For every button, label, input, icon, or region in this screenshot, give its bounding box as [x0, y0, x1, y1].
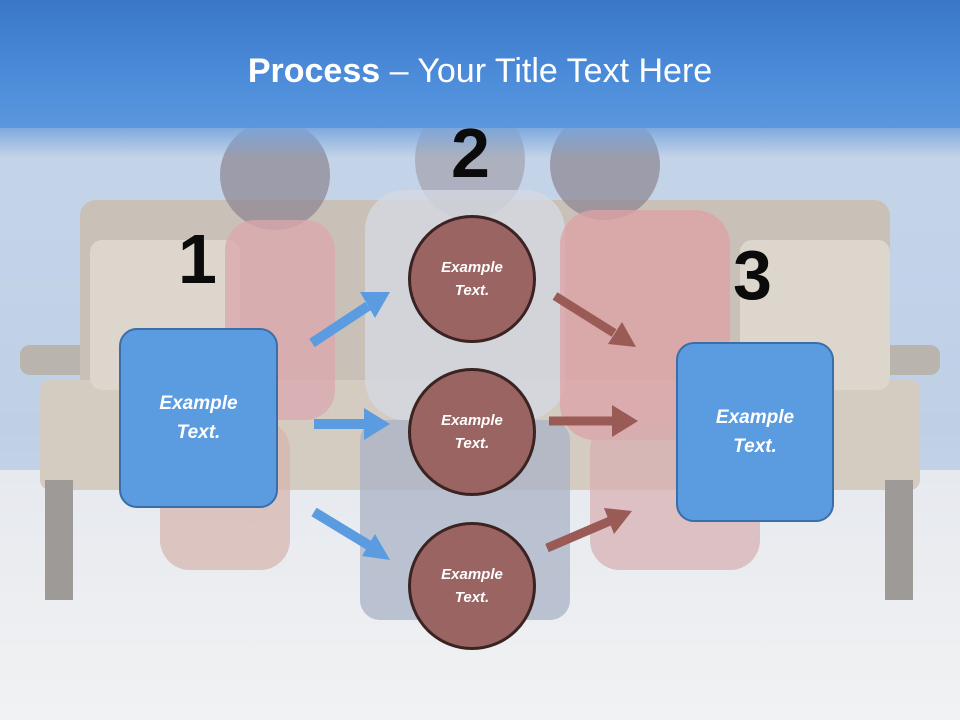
right-text-line1: Example [715, 407, 795, 428]
circle-bottom-content: Example Text. [441, 563, 503, 609]
title-bold: Process [247, 52, 381, 90]
left-text-box[interactable]: Example Text. [119, 328, 278, 508]
right-text-box-content: Example Text. [716, 403, 794, 461]
step-number-1: 1 [178, 220, 217, 298]
arrow-middle-to-right [549, 405, 638, 437]
circle-top-line1: Example [441, 259, 503, 276]
title-bar [0, 0, 960, 128]
step-number-3: 3 [733, 236, 772, 314]
arrow-left-to-middle [314, 408, 390, 440]
title-bar-fade [0, 128, 960, 158]
circle-bottom[interactable]: Example Text. [408, 522, 536, 650]
arrow-left-to-bottom [311, 507, 390, 560]
slide-title: Process – Your Title Text Here [0, 52, 960, 91]
circle-bottom-line1: Example [441, 566, 503, 583]
circle-top[interactable]: Example Text. [408, 215, 536, 343]
left-text-line2: Text. [176, 422, 221, 443]
right-text-line2: Text. [733, 436, 777, 457]
circle-middle-content: Example Text. [441, 409, 503, 455]
left-text-line1: Example [159, 393, 238, 414]
title-rest: – Your Title Text Here [380, 52, 713, 90]
arrow-bottom-to-right [545, 508, 632, 553]
circle-middle[interactable]: Example Text. [408, 368, 536, 496]
left-text-box-content: Example Text. [159, 389, 237, 447]
step-number-2: 2 [451, 114, 490, 192]
circle-middle-line1: Example [441, 412, 503, 429]
arrow-top-to-right [552, 292, 636, 347]
circle-bottom-line2: Text. [454, 589, 490, 606]
circle-middle-line2: Text. [454, 435, 490, 452]
right-text-box[interactable]: Example Text. [676, 342, 834, 522]
circle-top-content: Example Text. [441, 256, 503, 302]
arrow-left-to-top [309, 292, 390, 348]
circle-top-line2: Text. [454, 282, 490, 299]
